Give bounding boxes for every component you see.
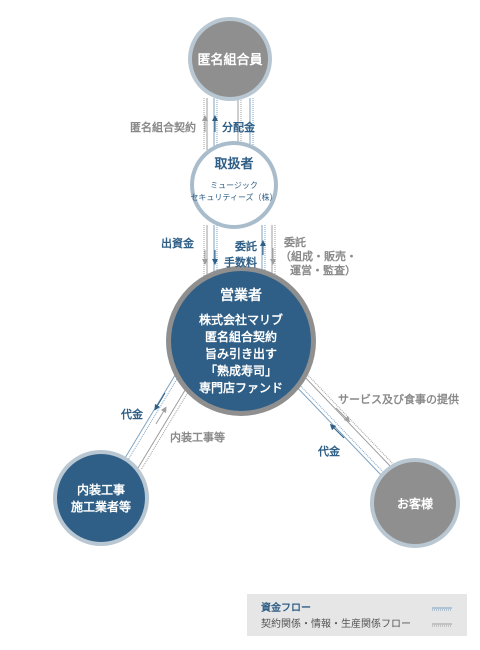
connector-handler-operator: [202, 225, 276, 282]
label-service: サービス及び食事の提供: [338, 392, 459, 406]
node-contractor-line-2: 施工業者等: [71, 499, 131, 514]
arrow-interior-work: [155, 406, 167, 425]
node-contractor: 内装工事 施工業者等: [53, 450, 149, 546]
label-distribution: 分配金: [222, 120, 256, 134]
node-operator-line-2: 匿名組合契約: [205, 329, 277, 344]
label-consignment-1: 委託: [283, 235, 306, 249]
node-handler: 取扱者 ミュージック セキュリティーズ（株）: [190, 141, 278, 229]
label-consignment-2: （組成・販売・: [280, 249, 357, 263]
arrow-payment-left: [154, 392, 166, 411]
legend-info-flow-label: 契約関係・情報・生産関係フロー: [261, 617, 411, 630]
arrow-payment-right: [329, 423, 345, 439]
node-handler-title: 取扱者: [214, 156, 253, 172]
node-customer: お客様: [370, 458, 460, 548]
label-consignment-3: 運営・監査）: [290, 263, 356, 277]
node-handler-line-1: ミュージック: [210, 181, 258, 190]
label-contribution: 出資金: [161, 236, 195, 250]
node-operator-title: 営業者: [220, 287, 262, 304]
node-operator-line-4: 「熟成寿司」: [205, 363, 277, 378]
node-investors-label: 匿名組合員: [197, 52, 262, 68]
label-payment-right: 代金: [317, 444, 341, 458]
connector-operator-customer: [290, 369, 396, 477]
node-investors: 匿名組合員: [188, 17, 272, 101]
node-operator-line-1: 株式会社マリブ: [199, 312, 283, 327]
label-payment-left: 代金: [120, 407, 144, 421]
label-investor-contract: 匿名組合契約: [130, 120, 196, 134]
node-customer-label: お客様: [397, 496, 434, 511]
label-commission-1: 委託: [234, 239, 257, 253]
node-operator: 営業者 株式会社マリブ 匿名組合契約 旨み引き出す 「熟成寿司」 専門店ファンド: [166, 266, 316, 416]
node-contractor-line-1: 内装工事: [77, 482, 125, 497]
label-commission-2: 手数料: [224, 255, 257, 269]
label-interior-work: 内装工事等: [170, 430, 225, 444]
node-operator-line-3: 旨み引き出す: [205, 346, 277, 361]
arrow-service: [335, 407, 351, 423]
legend-money-flow-label: 資金フロー: [261, 601, 311, 614]
node-handler-line-2: セキュリティーズ（株）: [190, 192, 277, 202]
legend: 資金フロー 契約関係・情報・生産関係フロー: [247, 594, 467, 636]
node-operator-line-5: 専門店ファンド: [199, 380, 283, 395]
